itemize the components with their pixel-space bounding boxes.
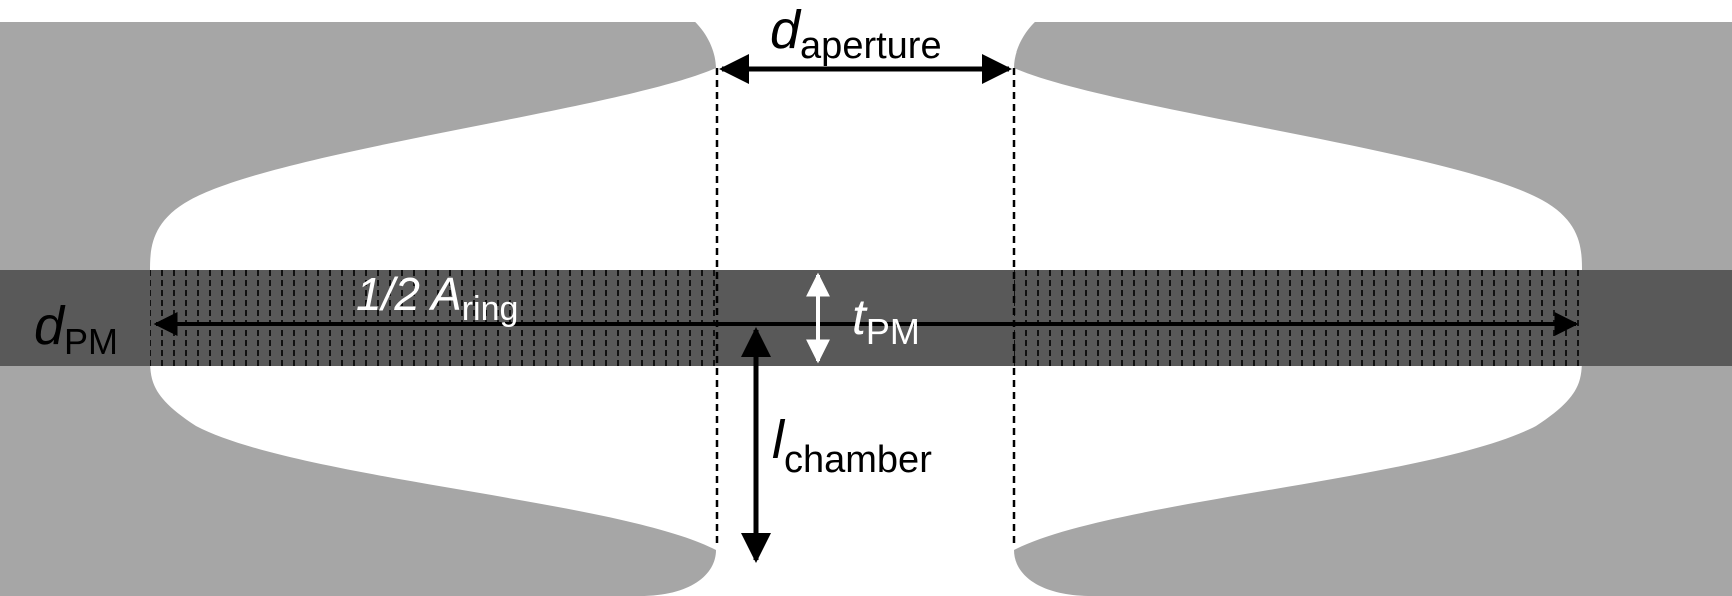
label-l-chamber-sub: chamber	[784, 439, 932, 481]
label-d-aperture-main: d	[770, 0, 802, 60]
label-l-chamber: lchamber	[772, 410, 932, 481]
label-d-aperture-sub: aperture	[800, 25, 942, 67]
aperture-top-gap	[640, 0, 1092, 68]
label-half-a-ring-main: 1/2 A	[356, 268, 462, 320]
label-t-pm-main: t	[852, 289, 868, 345]
chamber-wall	[0, 22, 1732, 596]
label-t-pm-sub: PM	[866, 311, 920, 352]
label-d-pm-sub: PM	[64, 321, 118, 362]
label-d-pm: dPM	[34, 296, 118, 362]
label-d-aperture: daperture	[770, 0, 942, 67]
label-d-pm-main: d	[34, 296, 66, 356]
porous-region-right	[1014, 270, 1582, 366]
label-t-pm: tPM	[852, 289, 920, 352]
label-l-chamber-main: l	[772, 410, 786, 470]
label-half-a-ring-sub: ring	[462, 290, 519, 328]
label-half-a-ring: 1/2 Aring	[356, 268, 518, 328]
